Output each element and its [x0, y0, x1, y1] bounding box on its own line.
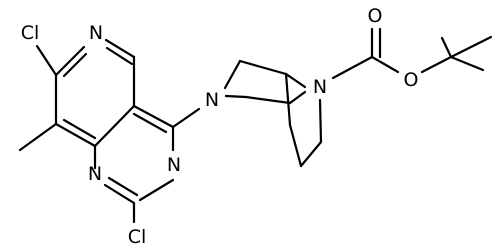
bond — [62, 52, 88, 78]
nitrogen-atom-bridge: N — [313, 76, 327, 98]
bond — [103, 183, 136, 205]
bonds — [18, 27, 493, 224]
chlorine-atom-bottom: Cl — [128, 226, 147, 248]
bond — [107, 176, 139, 197]
bond — [223, 59, 242, 90]
bond — [171, 107, 201, 129]
bond — [288, 90, 307, 105]
bond — [449, 35, 493, 59]
bond — [449, 55, 485, 72]
bond — [93, 104, 136, 148]
bond — [244, 95, 292, 105]
bond — [238, 59, 288, 76]
bond — [62, 118, 97, 140]
atom-labels: Cl N N N Cl N N O O — [21, 5, 419, 248]
bond — [284, 72, 307, 89]
bond — [299, 140, 323, 168]
bond — [54, 122, 97, 148]
bond — [440, 36, 453, 59]
nitrogen-atom-pyrimidine-left: N — [88, 163, 102, 185]
bond — [224, 94, 248, 99]
bond — [132, 104, 175, 129]
oxygen-atom-ester: O — [404, 69, 419, 91]
bond — [288, 123, 303, 168]
bond — [138, 178, 175, 202]
bond — [132, 112, 168, 134]
bond — [420, 55, 453, 74]
nitrogen-atom-pyridine: N — [89, 22, 103, 44]
bond — [104, 38, 136, 59]
oxygen-atom-carbonyl: O — [368, 5, 383, 27]
chlorine-atom-top: Cl — [21, 22, 40, 44]
bond — [284, 72, 292, 127]
bond — [318, 98, 323, 144]
bond — [54, 45, 86, 77]
bond — [105, 46, 134, 66]
bond — [331, 55, 374, 80]
bond — [18, 122, 58, 152]
nitrogen-atom-pyrimidine-right: N — [167, 154, 181, 176]
bond — [35, 44, 58, 77]
nitrogen-atom-amine: N — [205, 89, 219, 111]
bond — [370, 55, 400, 74]
